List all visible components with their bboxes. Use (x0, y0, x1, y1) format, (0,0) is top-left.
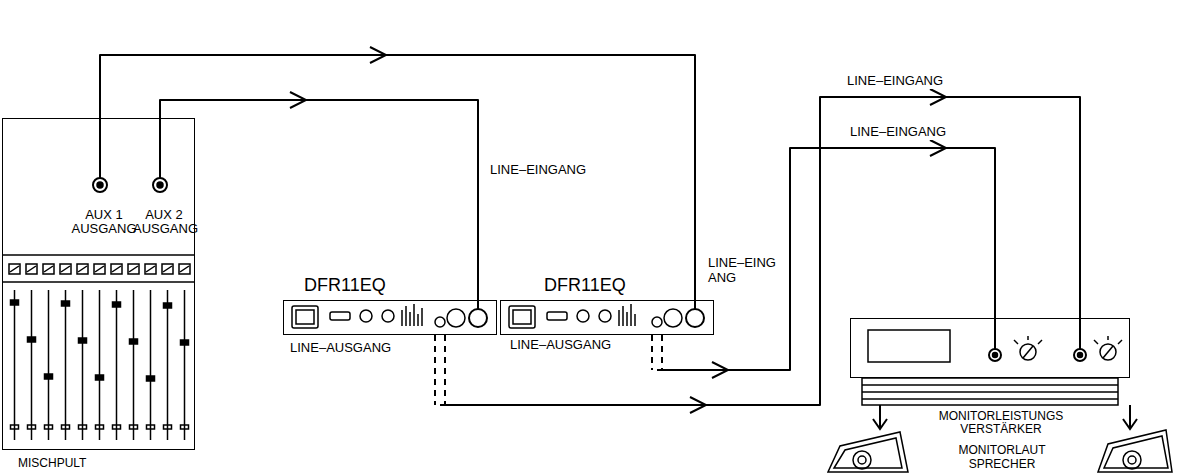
signal-cable (100, 47, 695, 300)
feedback-processor: DFR11EQ (500, 300, 714, 335)
signal-cable (160, 92, 478, 300)
speaker-label: MONITORLAUT SPRECHER (948, 443, 1056, 471)
node-text: AUX 1 AUSGANG (71, 208, 137, 237)
node-text: AUX 2 AUSGANG (133, 208, 195, 237)
port-label: LINE–AUSGANG (508, 338, 622, 353)
device-name: DFR11EQ (544, 276, 664, 296)
node-text: MISCHPULT (18, 457, 128, 470)
port-label: LINE–EINGANG (845, 74, 959, 89)
mixing-console: AUX 1 AUSGANGAUX 2 AUSGANGMISCHPULT (2, 118, 195, 450)
signal-cable (652, 140, 995, 378)
power-amplifier: MONITORLEISTUNGS VERSTÄRKER (850, 318, 1130, 378)
port-label: LINE–EINGANG (848, 125, 962, 140)
device-name: DFR11EQ (304, 276, 424, 296)
feedback-processor: DFR11EQ (283, 300, 497, 335)
port-label: LINE–AUSGANG (288, 341, 402, 356)
device-name: MONITORLEISTUNGS VERSTÄRKER (929, 410, 1073, 436)
port-label: LINE–EING ANG (706, 256, 782, 286)
port-label: LINE–EINGANG (488, 163, 602, 178)
signal-cable (435, 89, 1080, 413)
